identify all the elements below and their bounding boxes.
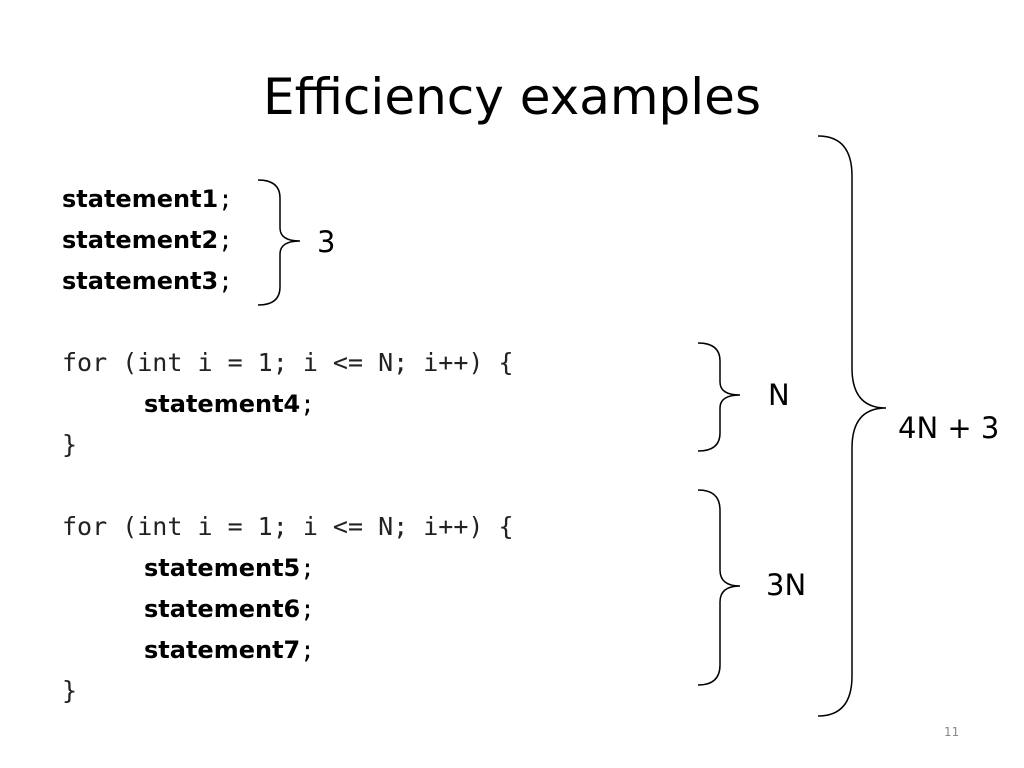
statement-semicolon: ; xyxy=(300,554,315,582)
statement-semicolon: ; xyxy=(218,226,233,254)
statement-semicolon: ; xyxy=(218,267,233,295)
cost-label-loop2: 3N xyxy=(766,568,807,602)
page-number: 11 xyxy=(944,725,960,739)
loop2-header: for (int i = 1; i <= N; i++) { xyxy=(62,512,514,541)
code-line-statement2: statement2; xyxy=(62,225,233,255)
cost-label-total: 4N + 3 xyxy=(898,411,1000,445)
brace-loop1 xyxy=(697,342,741,452)
statement-semicolon: ; xyxy=(218,185,233,213)
code-line-statement5: statement5; xyxy=(144,553,315,583)
statement-semicolon: ; xyxy=(300,636,315,664)
loop1-header: for (int i = 1; i <= N; i++) { xyxy=(62,348,514,377)
brace-loop2 xyxy=(697,489,741,686)
code-line-statement6: statement6; xyxy=(144,594,315,624)
loop2-close-brace: } xyxy=(62,676,78,705)
statement-name: statement5 xyxy=(144,554,301,582)
statement-semicolon: ; xyxy=(300,390,315,418)
loop1-close-brace: } xyxy=(62,430,78,459)
slide-title: Efficiency examples xyxy=(263,68,761,126)
brace-total xyxy=(817,135,887,717)
code-line-statement1: statement1; xyxy=(62,184,233,214)
cost-label-block1: 3 xyxy=(317,225,336,259)
statement-name: statement7 xyxy=(144,636,301,664)
statement-name: statement1 xyxy=(62,185,219,213)
code-line-statement7: statement7; xyxy=(144,635,315,665)
cost-label-loop1: N xyxy=(768,378,790,412)
statement-semicolon: ; xyxy=(300,595,315,623)
statement-name: statement2 xyxy=(62,226,219,254)
brace-block1 xyxy=(257,179,301,306)
statement-name: statement6 xyxy=(144,595,301,623)
statement-name: statement4 xyxy=(144,390,301,418)
statement-name: statement3 xyxy=(62,267,219,295)
code-line-statement4: statement4; xyxy=(144,389,315,419)
code-line-statement3: statement3; xyxy=(62,266,233,296)
